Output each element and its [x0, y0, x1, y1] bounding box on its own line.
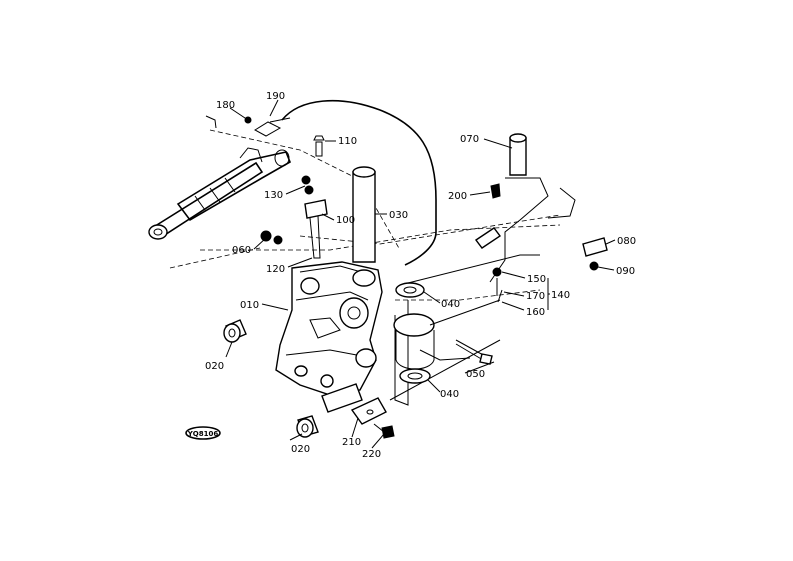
label-200: 200: [448, 191, 467, 202]
bushing-020-upper: [223, 319, 247, 343]
label-100: 100: [336, 215, 355, 226]
plate-210: [321, 383, 387, 425]
label-080: 080: [617, 236, 636, 247]
leader-lines: [225, 99, 616, 449]
pin-070: [509, 133, 527, 176]
label-050: 050: [466, 369, 485, 380]
label-160: 160: [526, 307, 545, 318]
bolt-220: [373, 423, 395, 439]
label-020-lower: 020: [291, 444, 310, 455]
label-220: 220: [362, 449, 381, 460]
bolt-050: [455, 339, 493, 365]
label-130: 130: [264, 190, 283, 201]
label-210: 210: [342, 437, 361, 448]
label-170: 170: [526, 291, 545, 302]
label-040-lower: 040: [440, 389, 459, 400]
hydraulic-cylinder: [148, 147, 292, 240]
label-180: 180: [216, 100, 235, 111]
label-020-upper: 020: [205, 361, 224, 372]
label-190: 190: [266, 91, 285, 102]
label-140: 140: [551, 290, 570, 301]
washer-040-lower: [399, 368, 431, 384]
fittings: [205, 115, 608, 303]
label-090: 090: [616, 266, 635, 277]
washer-040-upper: [395, 282, 425, 298]
diagram-code: YQ8106: [187, 430, 219, 438]
label-040-upper: 040: [441, 299, 460, 310]
label-060: 060: [232, 245, 251, 256]
label-110: 110: [338, 136, 357, 147]
pin-030: [352, 166, 376, 263]
diagram-code-badge: YQ8106: [185, 426, 221, 440]
swing-bracket-010: [275, 261, 383, 396]
label-120: 120: [266, 264, 285, 275]
reference-lines: [169, 129, 561, 301]
label-070: 070: [460, 134, 479, 145]
boom-bracket-outline: [389, 177, 576, 406]
hydraulic-hose: [281, 99, 437, 266]
label-030: 030: [389, 210, 408, 221]
bushing-020-lower: [296, 415, 319, 438]
label-010: 010: [240, 300, 259, 311]
label-150: 150: [527, 274, 546, 285]
